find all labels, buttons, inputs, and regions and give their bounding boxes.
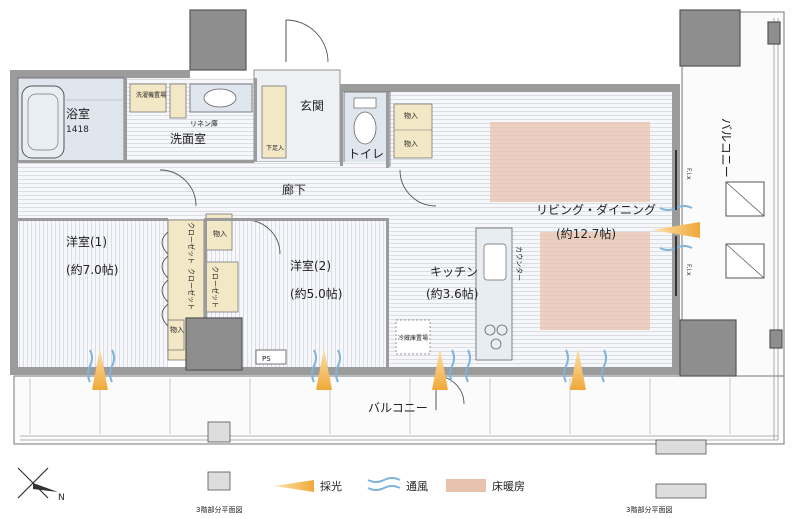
bath-area [17,77,125,163]
pillar [769,329,783,349]
washroom-area [124,78,254,162]
storage-label: 物入 [213,229,227,238]
toilet-label: トイレ [348,147,384,161]
balcony-fixture [655,439,707,455]
fridge-space [395,319,431,355]
entrance-area [189,9,341,163]
third-floor-note-left: 3階部分平面図 [196,505,242,514]
kitchen-size: (約3.6帖) [426,286,478,301]
pillar [185,317,243,371]
third-floor-note-right: 3階部分平面図 [626,505,672,514]
room-labels: 浴室 1418 洗濯機置場 リネン庫 洗面室 玄関 下足入 トイレ 物入 物入 … [66,91,733,415]
washer-space [129,83,167,113]
linen-storage [169,83,187,119]
bath-size-label: 1418 [66,125,89,135]
shoe-storage [261,85,287,159]
pillar [679,319,737,377]
storage-label: 物入 [404,139,418,148]
fix-label: F.i.x [685,264,692,276]
corridor-label: 廊下 [282,182,306,197]
ps-label: PS [262,355,271,363]
legend: 採光 通風 床暖房 3階部分平面図 3階部分平面図 [196,471,707,514]
storage-closet [393,103,433,159]
inner-walls [18,78,389,368]
ventilation-marker [311,349,317,383]
storage-label: 物入 [404,111,418,120]
closet-label: クローゼット [187,268,196,310]
balcony-fixture [207,421,231,443]
pipe-space [255,349,287,365]
entrance-door [285,19,329,63]
ventilation-legend-label: 通風 [406,480,428,493]
pillar [679,9,741,67]
washroom-label: 洗面室 [170,131,206,146]
wash-basin [203,88,237,108]
daylight-marker [92,348,108,390]
western-room-2-label: 洋室(2) [290,258,331,273]
entrance-label: 玄関 [300,98,324,113]
storage-label: 物入 [170,325,184,334]
balcony-south-label: バルコニー [368,401,428,415]
kitchen-area [386,220,513,367]
ventilation-marker [449,349,455,383]
western-room-1-label: 洋室(1) [66,234,107,249]
north-mark: N [58,493,65,503]
western-room-2-size: (約5.0帖) [290,286,342,301]
western-room-1-size: (約7.0帖) [66,262,118,277]
fridge-space-label: 冷蔵庫置場 [398,334,428,342]
ventilation-marker [563,349,569,383]
fix-label: F.i.x [685,168,692,180]
daylight-legend-icon [274,480,314,492]
shoe-storage-label: 下足入 [266,145,284,152]
living-dining-label: リビング・ダイニング [536,202,656,217]
toilet-bowl [353,111,377,145]
floor-heating-legend-icon [446,479,486,492]
compass: N [17,467,65,503]
daylight-markers [92,222,700,390]
balcony-doors [207,349,707,455]
ventilation-legend-icon [367,477,401,491]
floor-heating-area [540,232,650,330]
corridor-area [18,162,437,220]
daylight-marker [652,222,700,238]
balcony-outline [13,11,785,445]
washer-space-label: 洗濯機置場 [136,91,166,99]
bath-label: 浴室 [66,106,90,121]
kitchen-sink [483,243,507,281]
ventilation-marker [87,349,93,383]
closet-label: クローゼット [211,266,220,308]
pillars [185,9,783,377]
daylight-legend-label: 採光 [320,479,342,493]
toilet-area [343,91,433,167]
closet-2 [203,261,239,313]
daylight-marker [316,348,332,390]
balcony-east-label: バルコニー [719,118,733,178]
daylight-marker [432,348,448,390]
ac-units [725,181,765,279]
pillar [767,21,781,45]
living-dining-size: (約12.7帖) [556,226,616,241]
floor-heating-area [490,122,650,202]
daylight-marker [570,348,586,390]
pillar [189,9,247,71]
floor-heating-legend-label: 床暖房 [492,479,525,493]
closet-label: クローゼット [187,222,196,264]
western-room-1 [18,219,205,367]
linen-storage-label: リネン庫 [190,119,218,128]
counter-label: カウンター [515,246,524,281]
kitchen-label: キッチン [430,265,478,279]
storage-closet [167,319,185,351]
